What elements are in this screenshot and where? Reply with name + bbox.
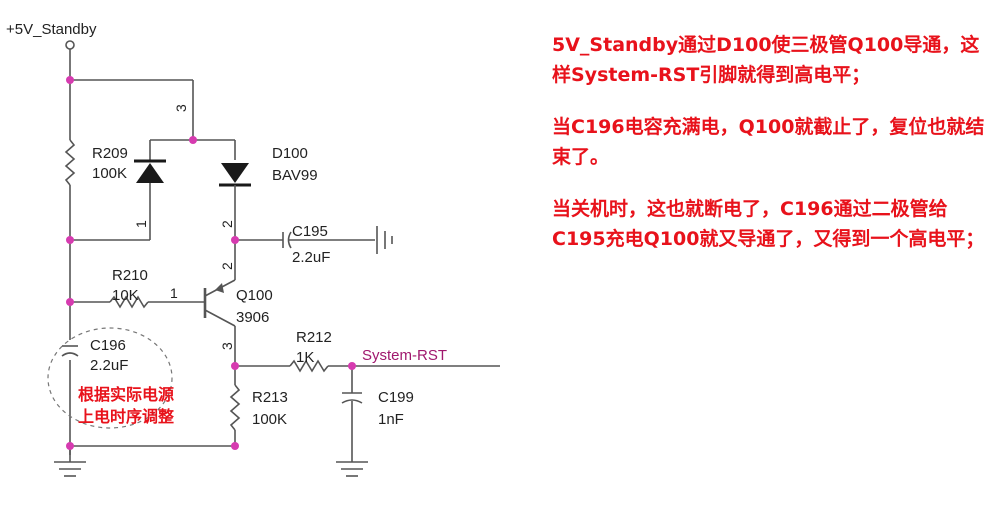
c195-capacitor xyxy=(235,226,393,254)
r210-value: 10K xyxy=(112,287,139,304)
c199-capacitor xyxy=(341,366,363,462)
r213-ref: R213 xyxy=(252,389,288,406)
q100-transistor xyxy=(70,279,236,385)
q100-pin1: 1 xyxy=(170,285,178,301)
annotation-line-1: 根据实际电源 xyxy=(78,385,174,404)
ground-symbol-left xyxy=(54,446,86,477)
supply-label: +5V_Standby xyxy=(6,21,97,38)
c195-ref: C195 xyxy=(292,223,328,240)
junction-dots xyxy=(66,76,356,450)
r212-value: 1K xyxy=(296,349,314,366)
r209-ref: R209 xyxy=(92,145,128,162)
d100-pin3: 3 xyxy=(173,104,189,112)
d100-pin1: 1 xyxy=(133,220,149,228)
d100-ref: D100 xyxy=(272,145,308,162)
system-rst-net-label: System-RST xyxy=(362,347,447,364)
c196-value: 2.2uF xyxy=(90,357,128,374)
c196-highlight-circle xyxy=(47,327,173,429)
r210-ref: R210 xyxy=(112,267,148,284)
q100-pin2: 2 xyxy=(219,262,235,270)
q100-pin3: 3 xyxy=(219,342,235,350)
c199-ref: C199 xyxy=(378,389,414,406)
schematic: +5V_Standby R209 100K 3 1 2 D100 BAV99 xyxy=(6,21,500,477)
ground-symbol-right xyxy=(336,461,368,477)
left-rail-wires xyxy=(64,49,194,455)
c196-ref: C196 xyxy=(90,337,126,354)
r209-value: 100K xyxy=(92,165,127,182)
supply-terminal xyxy=(65,40,75,50)
note-1: 5V_Standby通过D100使三极管Q100导通，这样System-RST引… xyxy=(552,34,980,86)
c196-capacitor xyxy=(61,345,79,357)
r212-ref: R212 xyxy=(296,329,332,346)
annotation-line-2: 上电时序调整 xyxy=(78,407,174,426)
r212-resistor xyxy=(235,359,500,373)
c199-value: 1nF xyxy=(378,411,404,428)
note-2: 当C196电容充满电，Q100就截止了，复位也就结束了。 xyxy=(552,116,985,168)
note-3: 当关机时，这也就断电了，C196通过二极管给C195充电Q100就又导通了，又得… xyxy=(552,198,985,250)
d100-pin2: 2 xyxy=(219,220,235,228)
c195-value: 2.2uF xyxy=(292,249,330,266)
explanation-notes: 5V_Standby通过D100使三极管Q100导通，这样System-RST引… xyxy=(552,30,992,276)
q100-value: 3906 xyxy=(236,309,269,326)
d100-value: BAV99 xyxy=(272,167,318,184)
d100-diode xyxy=(134,139,251,280)
r213-value: 100K xyxy=(252,411,287,428)
q100-ref: Q100 xyxy=(236,287,273,304)
